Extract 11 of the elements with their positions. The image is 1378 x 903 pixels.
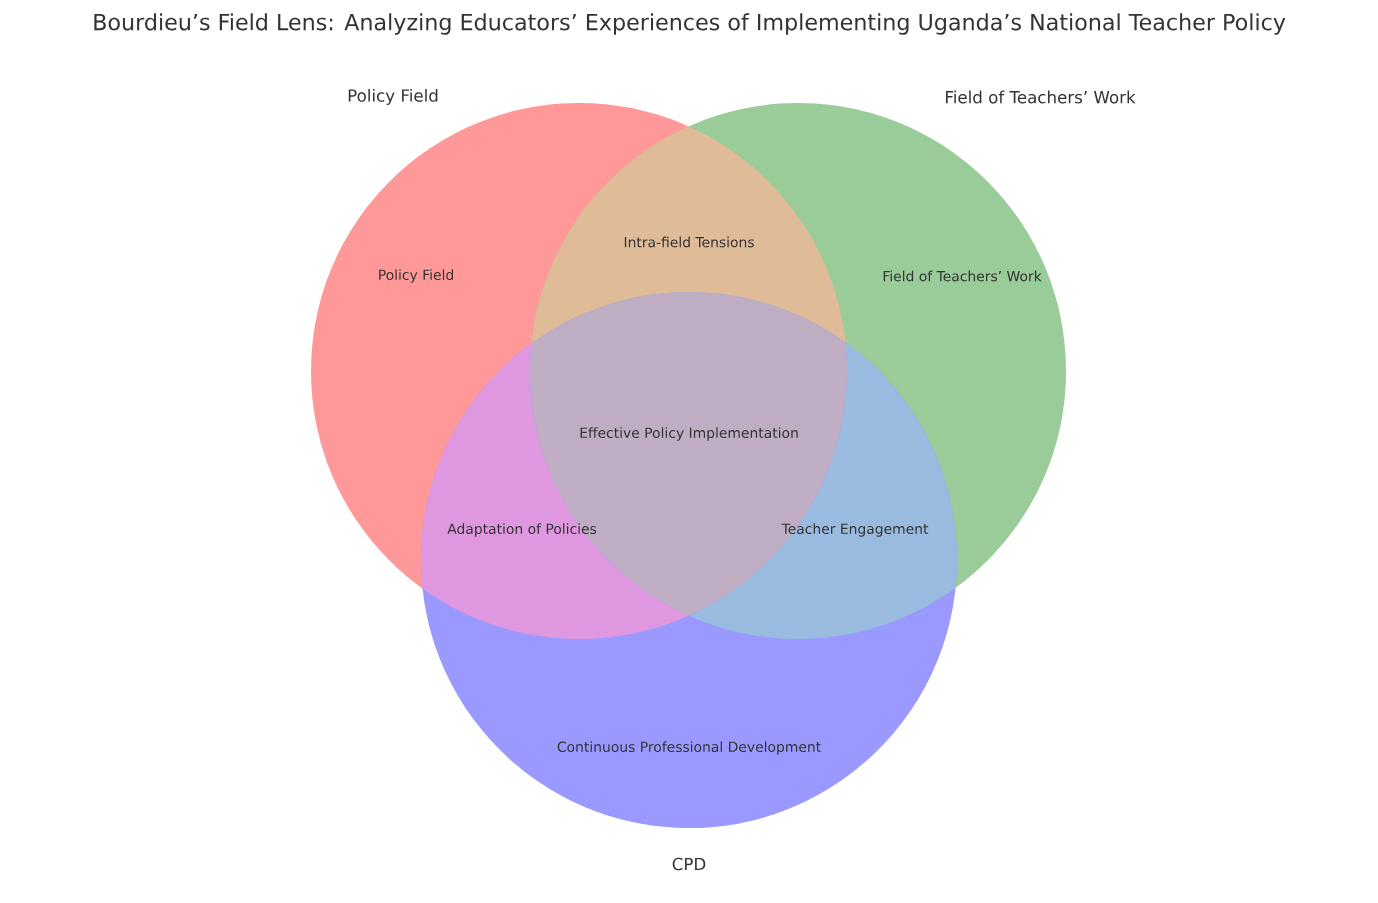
- region-label: Effective Policy Implementation: [580, 427, 798, 441]
- region-label: Continuous Professional Development: [557, 741, 821, 755]
- circle-heading: Field of Teachers’ Work: [946, 90, 1136, 104]
- region-label: Policy Field: [379, 269, 453, 283]
- region-label: Teacher Engagement: [781, 523, 929, 537]
- title: Bourdieu’s Field Lens: Analyzing Educators’ Experiences of Implementing Uganda’s National Teacher Policy: [94, 13, 1286, 35]
- circle-heading: Policy Field: [348, 88, 438, 106]
- region-label: Field of Teachers’ Work: [883, 270, 1042, 282]
- region-label: Intra-field Tensions: [624, 236, 754, 248]
- circle-heading: CPD: [672, 857, 706, 871]
- region-label: Adaptation of Policies: [447, 523, 597, 537]
